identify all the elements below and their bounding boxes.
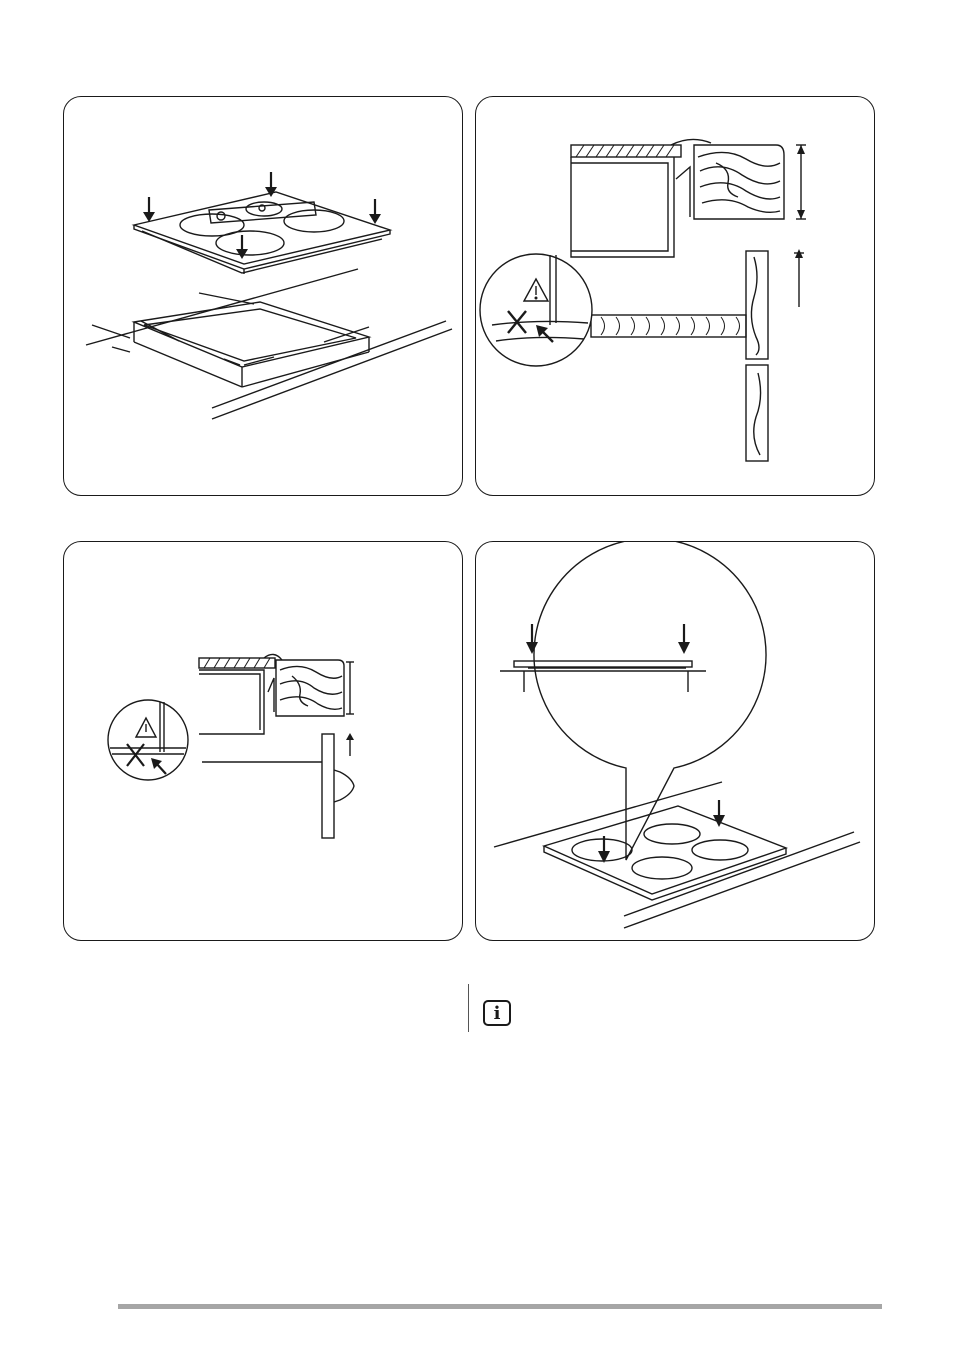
figure-hob-placement [63, 96, 463, 496]
figure-worktop-clearance [475, 96, 875, 496]
hob-placement-illustration [64, 97, 463, 496]
worktop-clearance-illustration [476, 97, 875, 496]
note-divider [468, 984, 469, 1032]
footer-rule [118, 1304, 882, 1309]
figure-oven-clearance [63, 541, 463, 941]
info-icon: i [483, 1000, 511, 1026]
oven-clearance-illustration [64, 542, 463, 941]
figure-hob-press-in [475, 541, 875, 941]
hob-press-in-illustration [476, 542, 875, 941]
